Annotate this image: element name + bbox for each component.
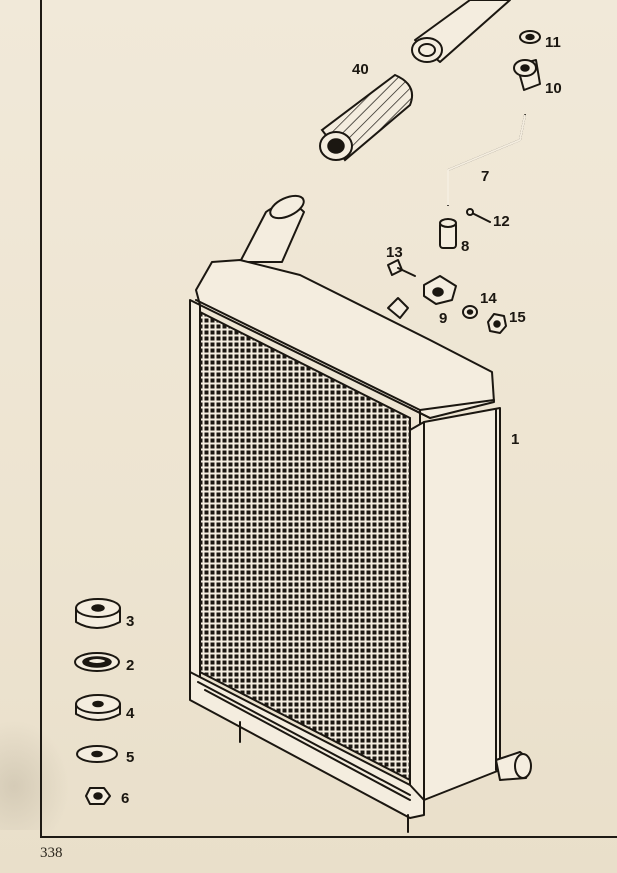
washer-part-5 <box>76 745 118 763</box>
callout-1: 1 <box>511 431 519 448</box>
bolt-part-13 <box>387 259 416 277</box>
mount-part-3 <box>75 598 121 629</box>
callout-14: 14 <box>480 290 497 307</box>
callout-7: 7 <box>481 168 489 185</box>
paper-stain <box>0 720 70 830</box>
callout-8: 8 <box>461 238 469 255</box>
callout-11: 11 <box>545 34 561 51</box>
callout-2: 2 <box>126 657 134 674</box>
rod-part-7 <box>447 114 526 206</box>
cup-part-2 <box>74 652 120 672</box>
mount-part-4 <box>75 694 121 721</box>
callout-9: 9 <box>439 310 447 327</box>
callout-40: 40 <box>352 61 369 78</box>
nut-part-6 <box>85 787 111 805</box>
washer-part-14 <box>462 305 478 319</box>
frame-line-bottom <box>40 836 617 838</box>
bushing-part-8 <box>439 218 457 249</box>
callout-5: 5 <box>126 749 134 766</box>
callout-6: 6 <box>121 790 129 807</box>
pin-part-12 <box>466 208 491 223</box>
nut-part-15 <box>487 313 507 334</box>
clamp-part-10 <box>513 59 541 91</box>
callout-4: 4 <box>126 705 135 722</box>
callout-15: 15 <box>509 309 526 326</box>
callout-3: 3 <box>126 613 134 630</box>
bracket-part-9 <box>423 275 457 305</box>
callout-10: 10 <box>545 80 562 97</box>
hose-part-40 <box>319 73 414 162</box>
upper-hose <box>411 0 511 63</box>
frame-line-left <box>40 0 42 838</box>
radiator-part-1 <box>189 194 532 833</box>
page-number: 338 <box>40 845 63 861</box>
callout-13: 13 <box>386 244 403 261</box>
ring-part-11 <box>519 30 541 44</box>
callout-12: 12 <box>493 213 510 230</box>
